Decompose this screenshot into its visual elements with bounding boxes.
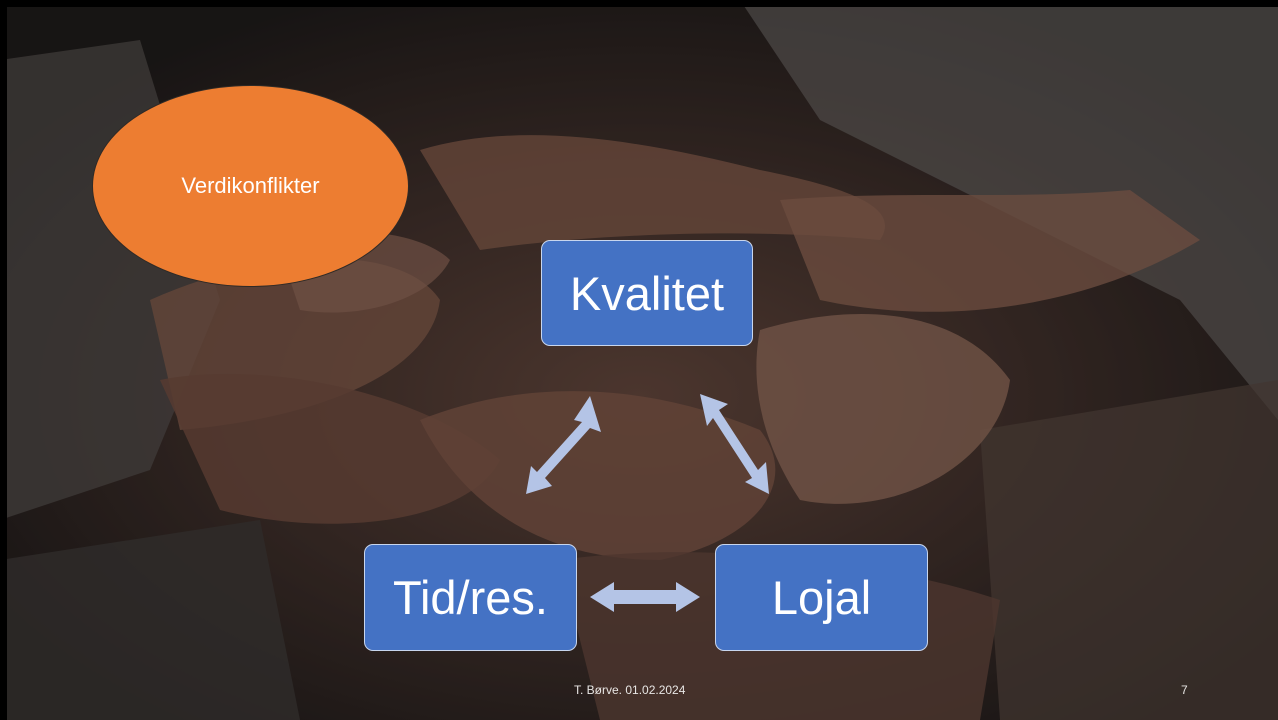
box-lojal-label: Lojal	[771, 571, 872, 624]
box-tid-res-label: Tid/res.	[393, 571, 548, 624]
double-arrow-right-diagonal	[700, 394, 769, 494]
verdikonflikter-oval: Verdikonflikter	[92, 85, 409, 287]
double-arrow-left-diagonal	[526, 396, 601, 494]
oval-label: Verdikonflikter	[181, 173, 320, 198]
box-tid-res: Tid/res.	[364, 544, 577, 651]
slide-edge-left	[0, 0, 7, 720]
footer-slide-number: 7	[1181, 683, 1188, 697]
box-kvalitet-label: Kvalitet	[569, 266, 725, 320]
box-kvalitet: Kvalitet	[541, 240, 753, 346]
slide-edge-top	[0, 0, 1278, 7]
footer-author-date: T. Børve. 01.02.2024	[574, 683, 686, 697]
double-arrow-horizontal	[590, 582, 700, 612]
box-lojal: Lojal	[715, 544, 928, 651]
